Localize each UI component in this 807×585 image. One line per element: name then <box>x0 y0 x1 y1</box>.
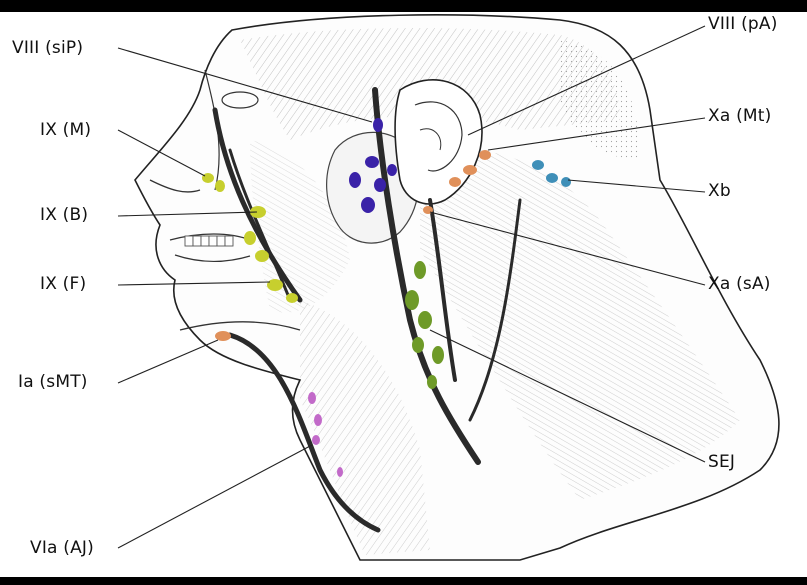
label-viii-sip: VIII (siP) <box>12 38 83 58</box>
label-sej: SEJ <box>708 452 735 472</box>
label-xa-sa: Xa (sA) <box>708 274 771 294</box>
label-viii-pa: VIII (pA) <box>708 14 778 34</box>
label-via-aj: VIa (AJ) <box>30 538 94 558</box>
label-xa-mt: Xa (Mt) <box>708 106 771 126</box>
submental-nodes <box>215 331 231 341</box>
label-ia-smt: Ia (sMT) <box>18 372 88 392</box>
label-xb: Xb <box>708 181 731 201</box>
label-ix-f: IX (F) <box>40 274 86 294</box>
label-ix-b: IX (B) <box>40 205 88 225</box>
teeth <box>185 236 233 246</box>
label-ix-m: IX (M) <box>40 120 91 140</box>
